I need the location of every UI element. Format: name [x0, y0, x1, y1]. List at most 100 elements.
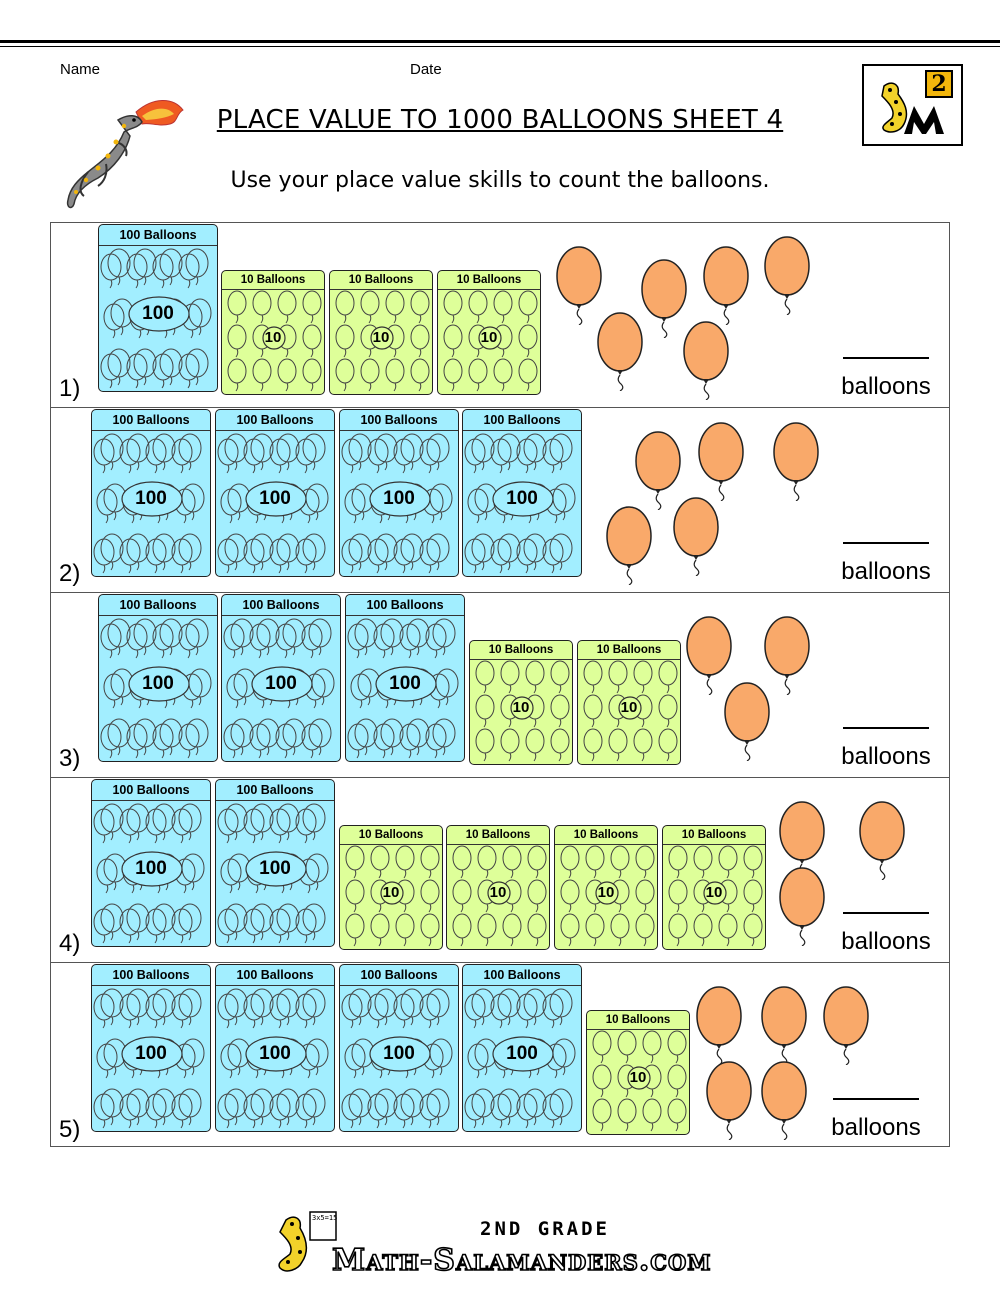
block-label: 100 Balloons: [216, 965, 334, 986]
answer-unit: balloons: [841, 743, 931, 770]
block-value: 100: [389, 673, 421, 694]
ten-balloons-block: 10 Balloons 10: [221, 270, 325, 395]
answer-blank[interactable]: [843, 912, 929, 914]
orange-balloon-icon: [703, 246, 749, 325]
block-label: 100 Balloons: [340, 965, 458, 986]
question-number: 1): [59, 375, 81, 402]
balloon-bunch-icon: [93, 803, 205, 944]
orange-balloon-icon: [673, 497, 719, 576]
block-label: 10 Balloons: [340, 826, 442, 845]
balloon-bunch-icon: [217, 988, 329, 1129]
block-value: 10: [597, 884, 615, 901]
grade-badge: 2: [925, 70, 953, 98]
balloon-bunch-icon: [227, 290, 322, 392]
footer-logo: 3x5=15 2ND GRADE Math-Salamanders.com: [270, 1210, 740, 1282]
answer-unit: balloons: [841, 928, 931, 955]
orange-balloon-icon: [556, 246, 602, 325]
answer-field[interactable]: balloons: [821, 1098, 931, 1142]
answer-blank[interactable]: [843, 357, 929, 359]
salamander-with-board-icon: [278, 1211, 337, 1272]
orange-balloon-icon: [683, 321, 729, 400]
orange-balloon-icon: [859, 801, 905, 880]
question-number: 5): [59, 1116, 81, 1143]
block-value: 100: [265, 673, 297, 694]
hundred-balloons-block: 100 Balloons 100: [345, 594, 465, 762]
question-number: 3): [59, 745, 81, 772]
block-label: 10 Balloons: [587, 1011, 689, 1030]
orange-balloon-icon: [641, 259, 687, 338]
block-label: 10 Balloons: [663, 826, 765, 845]
balloon-bunch-icon: [443, 290, 538, 392]
block-value: 100: [383, 488, 415, 509]
block-label: 100 Balloons: [99, 595, 217, 616]
block-value: 10: [705, 884, 723, 901]
block-value: 100: [259, 858, 291, 879]
question-number: 4): [59, 930, 81, 957]
block-value: 100: [135, 1043, 167, 1064]
balloon-bunch-icon: [100, 248, 212, 389]
block-label: 10 Balloons: [222, 271, 324, 290]
orange-balloon-icon: [764, 236, 810, 315]
answer-blank[interactable]: [843, 727, 929, 729]
answer-field[interactable]: balloons: [831, 727, 941, 771]
answer-unit: balloons: [831, 1114, 921, 1141]
block-value: 10: [382, 884, 400, 901]
orange-balloon-icon: [761, 986, 807, 1065]
block-label: 10 Balloons: [330, 271, 432, 290]
block-value: 100: [135, 488, 167, 509]
balloon-bunch-icon: [93, 433, 205, 574]
block-label: 100 Balloons: [222, 595, 340, 616]
block-label: 10 Balloons: [447, 826, 549, 845]
instructions: Use your place value skills to count the…: [230, 168, 770, 193]
orange-balloon-icon: [606, 506, 652, 585]
footer-site: Math-Salamanders.com: [331, 1242, 712, 1279]
orange-balloon-icon: [761, 1061, 807, 1140]
answer-blank[interactable]: [843, 542, 929, 544]
block-value: 100: [135, 858, 167, 879]
block-value: 10: [372, 329, 390, 346]
hundred-balloons-block: 100 Balloons 100: [215, 779, 335, 947]
block-label: 100 Balloons: [463, 965, 581, 986]
questions-table: 1) 100 Balloons 100 10 Balloons 10 10 Balloon…: [50, 222, 950, 1147]
block-label: 100 Balloons: [346, 595, 464, 616]
block-label: 100 Balloons: [92, 410, 210, 431]
answer-field[interactable]: balloons: [831, 542, 941, 586]
balloon-bunch-icon: [347, 618, 459, 759]
block-label: 100 Balloons: [216, 410, 334, 431]
answer-field[interactable]: balloons: [831, 912, 941, 956]
orange-balloon-icon: [779, 867, 825, 946]
fire-breathing-salamander-icon: [66, 100, 184, 209]
name-label: Name: [60, 61, 101, 78]
orange-balloon-icon: [724, 682, 770, 761]
balloon-bunch-icon: [217, 433, 329, 574]
balloon-bunch-icon: [452, 845, 547, 947]
ten-balloons-block: 10 Balloons 10: [339, 825, 443, 950]
orange-balloon-icon: [597, 312, 643, 391]
ten-balloons-block: 10 Balloons 10: [662, 825, 766, 950]
balloon-bunch-icon: [583, 660, 678, 762]
block-label: 100 Balloons: [216, 780, 334, 801]
orange-balloon-icon: [696, 986, 742, 1065]
hundred-balloons-block: 100 Balloons 100: [221, 594, 341, 762]
block-label: 10 Balloons: [438, 271, 540, 290]
board-text: 3x5=15: [312, 1214, 338, 1222]
orange-balloon-icon: [706, 1061, 752, 1140]
balloon-bunch-icon: [217, 803, 329, 944]
balloon-bunch-icon: [93, 988, 205, 1129]
answer-blank[interactable]: [833, 1098, 919, 1100]
block-value: 10: [264, 329, 282, 346]
balloon-bunch-icon: [464, 988, 576, 1129]
answer-field[interactable]: balloons: [831, 357, 941, 401]
